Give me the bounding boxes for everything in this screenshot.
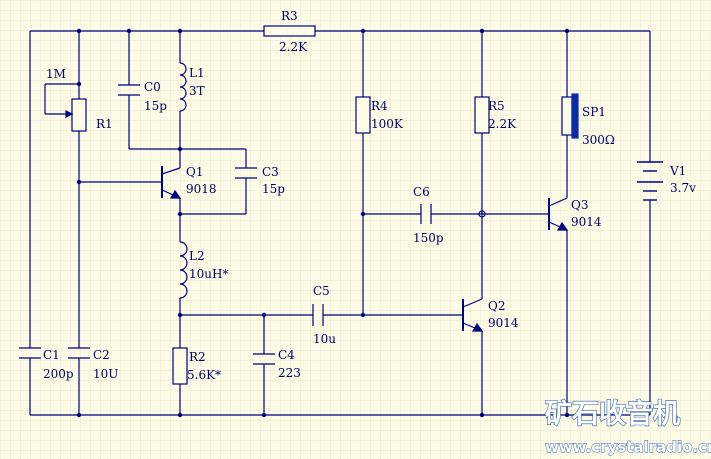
label-c1-value: 200p [43,367,74,381]
resistor-r2[interactable] [172,347,188,385]
label-r2-value: 5.6K* [187,368,221,382]
resistor-r5[interactable] [474,96,490,134]
label-c2-ref: C2 [93,348,110,362]
label-l2-value: 10uH* [189,267,228,281]
inductor-l1[interactable] [179,62,187,112]
watermark: 矿石收音机 www.crystalradio.cn [544,397,711,456]
label-r4-ref: R4 [371,99,388,113]
resistor-r4[interactable] [355,96,371,134]
label-r5-value: 2.2K [488,117,517,131]
capacitor-c3[interactable] [235,167,257,179]
label-r2-ref: R2 [189,350,206,364]
label-q1-ref: Q1 [186,165,203,179]
watermark-url: www.crystalradio.cn [545,438,711,456]
resistor-r1[interactable] [71,98,87,132]
capacitor-c2[interactable] [68,347,90,359]
label-c6-value: 150p [413,231,444,245]
battery-v1[interactable] [637,161,663,201]
wires [29,30,651,416]
label-l1-value: 3T [189,84,205,98]
label-c0-ref: C0 [144,80,161,94]
label-sp1-value: 300Ω [582,133,615,147]
wire-crossover [478,210,486,218]
label-c0-value: 15p [144,99,167,113]
label-v1-ref: V1 [669,164,686,178]
inductor-l2[interactable] [179,241,188,299]
label-r3-ref: R3 [281,9,298,23]
label-c2-value: 10U [93,367,118,381]
label-v1-value: 3.7v [670,181,696,195]
label-c5-ref: C5 [313,284,330,298]
label-c1-ref: C1 [43,348,60,362]
label-c3-value: 15p [262,182,285,196]
capacitor-c4[interactable] [253,353,275,365]
transistor-q1[interactable] [161,166,182,199]
label-q3-value: 9014 [571,215,602,229]
capacitor-c5[interactable] [312,304,324,326]
capacitor-c0[interactable] [118,84,140,96]
label-c4-ref: C4 [278,348,295,362]
transistor-q2[interactable] [462,298,484,332]
label-c6-ref: C6 [413,185,430,199]
capacitor-c6[interactable] [420,204,432,224]
junction-dots [76,28,570,418]
label-r5-ref: R5 [488,99,505,113]
label-q2-value: 9014 [488,316,519,330]
label-c3-ref: C3 [262,165,279,179]
label-c5-value: 10u [313,332,336,346]
label-q1-value: 9018 [186,182,217,196]
label-r1-value: 1M [46,67,66,81]
capacitor-c1[interactable] [19,347,41,359]
label-r1-ref: R1 [96,117,113,131]
potentiometer-wiper-arrow [65,110,74,118]
label-r3-value: 2.2K [279,40,308,54]
label-l1-ref: L1 [189,66,205,80]
label-sp1-ref: SP1 [582,105,606,119]
speaker-sp1[interactable] [561,93,579,139]
watermark-title: 矿石收音机 [545,398,680,430]
label-c4-value: 223 [278,366,301,380]
label-q3-ref: Q3 [571,198,588,212]
transistor-q3[interactable] [548,197,569,231]
label-q2-ref: Q2 [488,299,505,313]
label-l2-ref: L2 [189,249,205,263]
component-labels: R3 2.2K 1M R1 C0 15p L1 3T Q1 9018 C3 15… [43,9,696,382]
resistor-r3[interactable] [263,25,316,37]
label-r4-value: 100K [371,117,404,131]
